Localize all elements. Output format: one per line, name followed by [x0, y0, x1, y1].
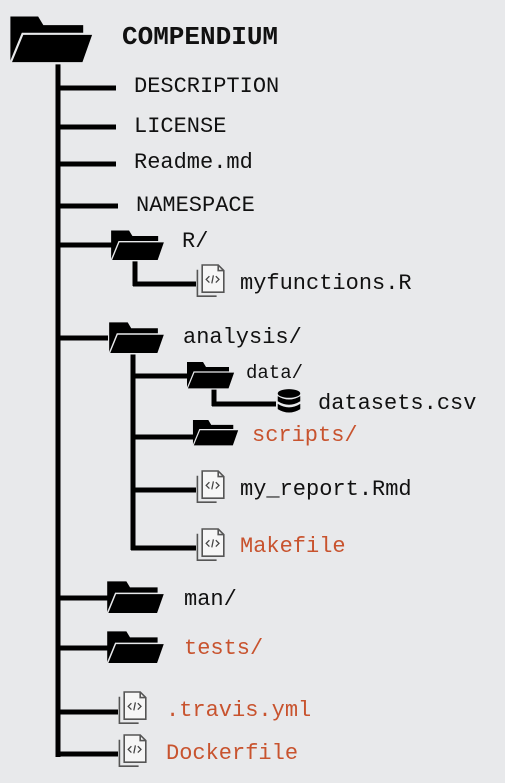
- folder-label-data: data/: [246, 362, 304, 384]
- file-label-datasets: datasets.csv: [318, 391, 477, 416]
- folder-icon: [110, 229, 166, 262]
- code-file-icon: [118, 734, 147, 768]
- database-icon: [277, 389, 301, 413]
- folder-label-r: R/: [182, 229, 209, 254]
- file-label-dockerfile: Dockerfile: [166, 741, 299, 766]
- folder-label-scripts: scripts/: [252, 423, 358, 448]
- folder-icon: [108, 321, 166, 355]
- file-label-namespace: NAMESPACE: [136, 193, 255, 218]
- code-file-icon: [196, 528, 225, 562]
- file-label-readme: Readme.md: [134, 150, 253, 175]
- file-label-license: LICENSE: [134, 114, 227, 139]
- file-label-myfunctions: myfunctions.R: [240, 271, 412, 296]
- code-file-icon: [196, 470, 225, 504]
- folder-label-tests: tests/: [184, 636, 264, 661]
- folder-icon: [106, 630, 166, 665]
- file-label-travis: .travis.yml: [166, 698, 312, 723]
- folder-icon: [192, 419, 240, 447]
- folder-icon: [106, 580, 166, 615]
- file-label-description: DESCRIPTION: [134, 74, 280, 99]
- folder-label-man: man/: [184, 587, 237, 612]
- code-file-icon: [196, 264, 225, 298]
- file-label-my-report: my_report.Rmd: [240, 477, 412, 502]
- root-folder-label: COMPENDIUM: [122, 22, 279, 52]
- folder-label-analysis: analysis/: [183, 325, 302, 350]
- folder-icon: [186, 361, 236, 390]
- code-file-icon: [118, 691, 147, 725]
- file-label-makefile: Makefile: [240, 534, 346, 559]
- folder-icon: [9, 15, 95, 65]
